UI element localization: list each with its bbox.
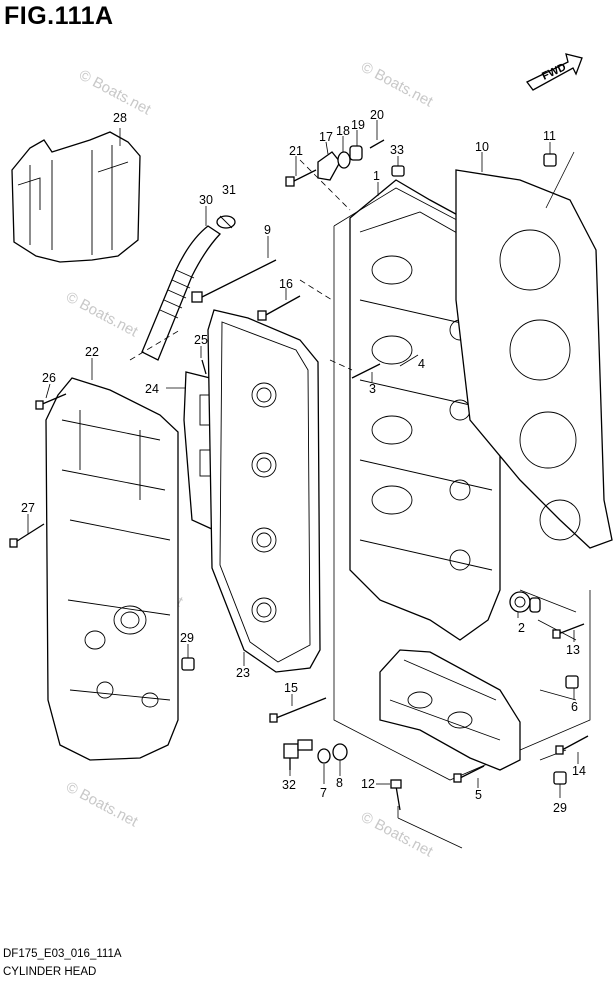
bolt-13-part: [552, 623, 585, 639]
watermark-text: © Boats.net: [358, 59, 436, 111]
bolt-27-part: [9, 523, 45, 548]
o-ring-18-part: [337, 151, 351, 169]
bracket-17-part: [317, 151, 341, 181]
callout-11: 11: [543, 129, 556, 143]
seal-2-part: [509, 591, 541, 613]
bolt-3-part: [351, 363, 381, 379]
watermark-text: © Boats.net: [63, 779, 141, 831]
plug-29-left-part: [181, 657, 195, 671]
figure-name: CYLINDER HEAD: [3, 966, 97, 978]
callout-10: 10: [475, 140, 489, 154]
dowel-pin-6-part: [565, 675, 579, 689]
callout-18: 18: [336, 124, 350, 138]
fwd-label: FWD: [540, 61, 568, 82]
callout-13: 13: [566, 643, 580, 657]
o-ring-8-part: [332, 743, 348, 761]
washer-7-part: [317, 748, 331, 764]
callout-24: 24: [145, 382, 159, 396]
bolt-21-part: [285, 169, 317, 187]
plug-29-right-part: [553, 771, 567, 785]
bolt-26-part: [35, 393, 67, 410]
bolt-20-part: [369, 139, 385, 149]
callout-12: 12: [361, 777, 375, 791]
breather-hose-part: [141, 225, 221, 361]
callout-32: 32: [282, 778, 296, 792]
exhaust-manifold-part: [379, 649, 521, 771]
callout-9: 9: [264, 223, 271, 237]
callout-5: 5: [475, 788, 482, 802]
callout-26: 26: [42, 371, 56, 385]
callout-31: 31: [222, 183, 236, 197]
top-cover-part: [11, 131, 141, 263]
callout-17: 17: [319, 130, 333, 144]
callout-25: 25: [194, 333, 208, 347]
callout-16: 16: [279, 277, 293, 291]
callout-15: 15: [284, 681, 298, 695]
callout-29-right: 29: [553, 801, 567, 815]
bolt-12-part: [390, 779, 402, 811]
figure-code: DF175_E03_016_111A: [3, 948, 122, 960]
temperature-sensor-part: [283, 739, 313, 770]
fwd-arrow-icon: FWD: [526, 53, 583, 91]
callout-30: 30: [199, 193, 213, 207]
bolt-9-part: [191, 259, 277, 303]
watermark-text: © Boats.net: [358, 809, 436, 861]
dowel-pin-11-part: [543, 153, 557, 167]
callout-labels: 1 2 3 4 5 6 7 8 9 10 11 12 13 14 15 16 1…: [21, 108, 586, 815]
figure-title: FIG.111A: [4, 2, 114, 30]
callout-2: 2: [518, 621, 525, 635]
callout-22: 22: [85, 345, 99, 359]
hose-clamp-part: [216, 215, 236, 229]
bolt-14-part: [555, 735, 589, 755]
watermark-text: © Boats.net: [63, 289, 141, 341]
head-gasket-part: [455, 169, 613, 549]
callout-14: 14: [572, 764, 586, 778]
cover-gasket-part: [207, 309, 321, 673]
callout-6: 6: [571, 700, 578, 714]
callout-20: 20: [370, 108, 384, 122]
valve-cover-part: [45, 377, 179, 761]
bolt-5-part: [453, 765, 485, 783]
callout-27: 27: [21, 501, 35, 515]
bolt-16-part: [257, 295, 301, 321]
callout-1: 1: [373, 169, 380, 183]
bolt-25-part: [201, 359, 207, 375]
callout-8: 8: [336, 776, 343, 790]
callout-3: 3: [369, 382, 376, 396]
cap-19-part: [349, 145, 363, 161]
callout-7: 7: [320, 786, 327, 800]
callout-23: 23: [236, 666, 250, 680]
bolt-15-part: [269, 697, 327, 723]
callout-21: 21: [289, 144, 303, 158]
callout-29-left: 29: [180, 631, 194, 645]
callout-19: 19: [351, 118, 365, 132]
callout-33: 33: [390, 143, 404, 157]
callout-4: 4: [418, 357, 425, 371]
dowel-pin-33-part: [391, 165, 405, 177]
callout-28: 28: [113, 111, 127, 125]
